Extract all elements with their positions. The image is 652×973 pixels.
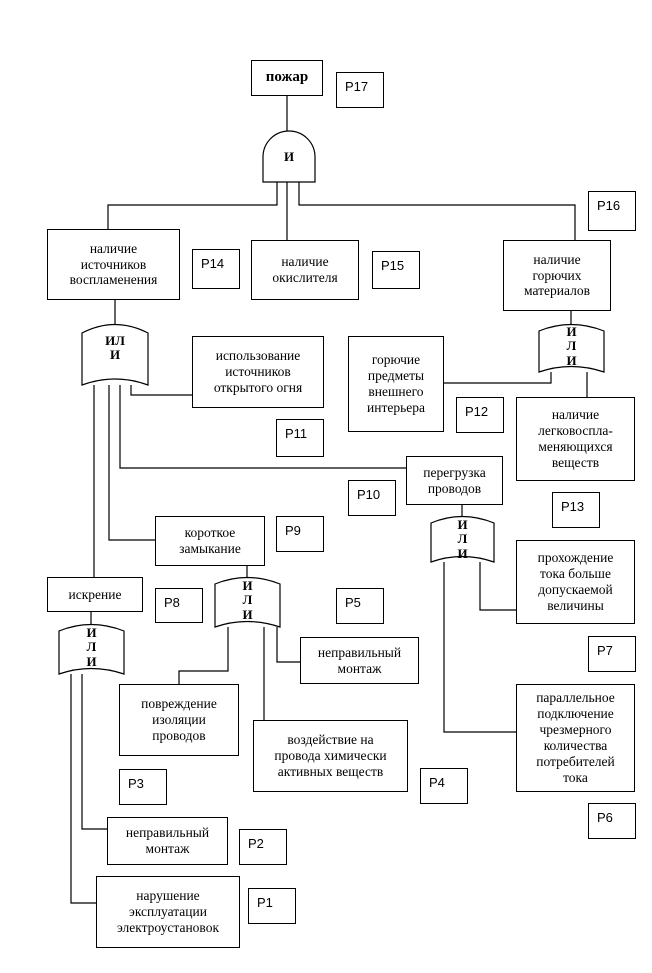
event-wrong-install-short-code: Р5 — [336, 588, 384, 624]
event-oxidizer: наличие окислителя — [251, 240, 359, 300]
event-excess-current-code: Р7 — [588, 636, 636, 672]
event-overload: перегрузка проводов — [406, 456, 503, 505]
event-wrong-install-spark: неправильный монтаж — [107, 817, 228, 865]
event-wrong-install-short: неправильный монтаж — [300, 637, 419, 684]
event-sparking: искрение — [47, 577, 143, 612]
or-gate-overload — [430, 515, 495, 563]
event-interior-code: Р12 — [456, 397, 504, 433]
or-gate-ignition-label: ИЛ И — [105, 333, 125, 363]
event-insulation: повреждение изоляции проводов — [119, 684, 239, 756]
event-ignition-sources-code: Р14 — [192, 249, 240, 289]
or-gate-fuel-label: И Л И — [566, 324, 577, 368]
event-insulation-code: Р3 — [119, 769, 167, 805]
event-fuel-materials-code: Р16 — [588, 191, 636, 231]
top-event-box: пожар — [251, 60, 323, 96]
event-chemical: воздействие на провода химически активны… — [253, 720, 408, 792]
event-flammable-code: Р13 — [552, 492, 600, 528]
event-operation-code: Р1 — [248, 888, 296, 924]
or-gate-spark — [58, 623, 125, 675]
event-chemical-code: Р4 — [420, 768, 468, 804]
or-gate-short — [214, 576, 281, 628]
or-gate-fuel — [538, 323, 605, 373]
event-interior: горючие предметы внешнего интерьера — [348, 336, 444, 432]
event-flammable: наличие легковоспла- меняющихся веществ — [516, 397, 635, 481]
event-excess-current: прохождение тока больше допускаемой вели… — [516, 540, 635, 624]
event-short-circuit: короткое замыкание — [155, 516, 265, 566]
event-fuel-materials: наличие горючих материалов — [503, 240, 611, 311]
or-gate-spark-label: И Л И — [86, 625, 97, 669]
event-short-circuit-code: Р9 — [276, 516, 324, 552]
event-operation: нарушение эксплуатации электроустановок — [96, 876, 240, 948]
event-sparking-code: Р8 — [155, 588, 203, 623]
event-oxidizer-code: Р15 — [372, 251, 420, 289]
event-ignition-sources: наличие источников воспламенения — [47, 229, 180, 300]
event-wrong-install-spark-code: Р2 — [239, 829, 287, 865]
and-gate — [262, 130, 316, 183]
event-parallel-code: Р6 — [588, 803, 636, 839]
or-gate-ignition — [81, 324, 149, 386]
top-event-code: Р17 — [336, 72, 384, 108]
event-overload-code: Р10 — [348, 480, 396, 516]
or-gate-overload-label: И Л И — [457, 517, 468, 561]
or-gate-short-label: И Л И — [242, 578, 253, 622]
event-parallel: параллельное подключение чрезмерного кол… — [516, 684, 635, 792]
event-open-fire-code: Р11 — [276, 419, 324, 457]
event-open-fire: использование источников открытого огня — [192, 336, 324, 408]
and-gate-label: И — [283, 149, 295, 164]
